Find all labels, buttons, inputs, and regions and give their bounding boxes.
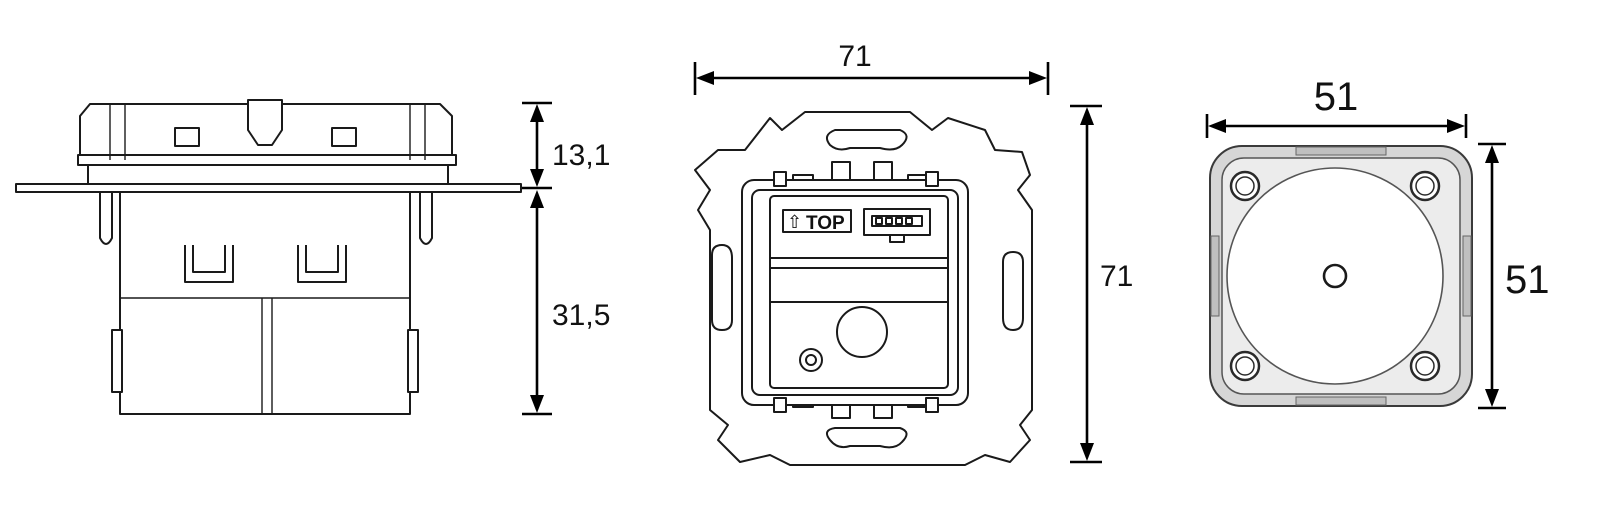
front-view: ⇧ TOP 71 71 — [693, 40, 1133, 466]
side-view: 13,1 31,5 — [15, 99, 610, 416]
center-sensor — [1322, 263, 1348, 289]
screw-hole-bottom-left — [1229, 350, 1261, 382]
top-label-box — [782, 209, 852, 233]
housing-rim — [77, 154, 457, 166]
spring-right — [419, 192, 433, 245]
top-clip — [247, 99, 283, 146]
latch-window-left — [174, 127, 200, 147]
screw-hole-top-left — [1229, 170, 1261, 202]
dim-label-13-1: 13,1 — [552, 139, 610, 172]
up-arrow-icon: ⇧ — [787, 212, 802, 232]
led-inner — [805, 354, 817, 366]
slot-left — [711, 244, 733, 331]
connector — [863, 208, 931, 236]
dim-label-width-71: 71 — [838, 40, 871, 73]
mounting-plate — [15, 183, 522, 193]
screw-hole-top-right — [1409, 170, 1441, 202]
led-outer — [799, 348, 823, 372]
slot-top — [825, 129, 908, 151]
dim-label-width-51: 51 — [1314, 75, 1359, 119]
insert-inner — [751, 189, 959, 396]
spring-left — [99, 192, 113, 245]
slot-bottom — [825, 427, 908, 449]
clip-right — [297, 245, 347, 283]
dim-label-height-51: 51 — [1505, 258, 1550, 302]
lower-body — [119, 191, 411, 415]
top-label: TOP — [806, 213, 845, 234]
clip-left — [184, 245, 234, 283]
dim-label-height-71: 71 — [1100, 260, 1133, 293]
dim-label-31-5: 31,5 — [552, 299, 610, 332]
screw-hole-bottom-right — [1409, 350, 1441, 382]
slot-right — [1002, 251, 1024, 331]
insert-outer — [741, 179, 969, 406]
cover-view: 51 51 — [1205, 75, 1550, 410]
housing-lower — [87, 164, 449, 185]
latch-window-right — [331, 127, 357, 147]
sensor-lens — [836, 306, 888, 358]
